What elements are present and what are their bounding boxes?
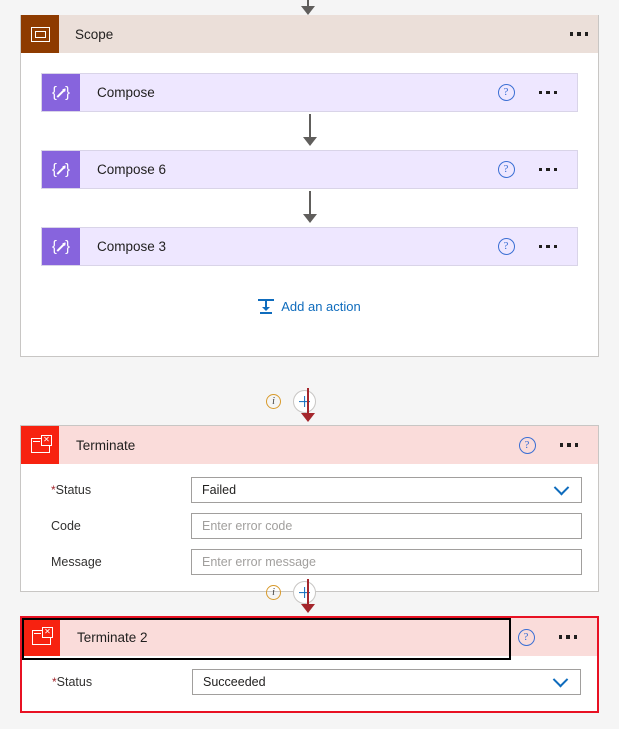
more-menu-icon[interactable] xyxy=(529,85,568,101)
action-card-compose[interactable]: { } Compose ? xyxy=(41,73,578,112)
terminate-2-header[interactable]: ✕ Terminate 2 ? xyxy=(22,618,597,660)
field-row-status: *Status Failed xyxy=(51,477,582,503)
add-step-plus-icon[interactable] xyxy=(293,581,316,604)
more-menu-icon[interactable] xyxy=(529,239,568,255)
compose-icon: { } xyxy=(42,151,80,188)
code-input[interactable]: Enter error code xyxy=(191,513,582,539)
help-icon[interactable]: ? xyxy=(497,161,515,178)
required-marker: * xyxy=(51,483,56,497)
field-label: *Status xyxy=(51,483,191,497)
field-row-code: Code Enter error code xyxy=(51,513,582,539)
terminate-badge-x: ✕ xyxy=(42,627,53,638)
action-title: Compose xyxy=(97,85,155,100)
connector-gap xyxy=(41,189,578,227)
terminate-body: *Status Failed Code Enter error code Mes… xyxy=(21,464,598,591)
help-icon[interactable]: ? xyxy=(518,436,536,454)
terminate-2-title: Terminate 2 xyxy=(77,629,148,645)
more-menu-icon[interactable] xyxy=(549,629,588,645)
terminate-2-card[interactable]: ✕ Terminate 2 ? *Status Succeeded xyxy=(20,616,599,713)
terminate-icon: ✕ xyxy=(22,618,60,656)
field-label: Code xyxy=(51,519,191,533)
action-title: Compose 3 xyxy=(97,239,167,254)
compose-icon: { } xyxy=(42,228,80,265)
code-input-placeholder: Enter error code xyxy=(202,519,293,533)
field-row-message: Message Enter error message xyxy=(51,549,582,575)
scope-header[interactable]: Scope xyxy=(21,15,598,53)
field-label-text: Status xyxy=(56,675,93,689)
scope-title: Scope xyxy=(75,26,114,42)
terminate-badge-x: ✕ xyxy=(41,435,52,446)
action-title: Compose 6 xyxy=(97,162,167,177)
insert-node-1: i xyxy=(266,390,316,413)
help-icon[interactable]: ? xyxy=(517,628,535,646)
connector-gap xyxy=(41,112,578,150)
chevron-down-icon xyxy=(552,671,569,687)
action-card-compose-3[interactable]: { } Compose 3 ? xyxy=(41,227,578,266)
action-card-compose-6[interactable]: { } Compose 6 ? xyxy=(41,150,578,189)
scope-icon xyxy=(21,15,59,53)
info-icon[interactable]: i xyxy=(266,394,281,409)
status-dropdown-value: Failed xyxy=(202,483,237,497)
chevron-down-icon xyxy=(553,479,570,495)
status-dropdown[interactable]: Succeeded xyxy=(192,669,581,695)
terminate-header[interactable]: ✕ Terminate ? xyxy=(21,426,598,464)
scope-body: { } Compose ? xyxy=(21,53,598,356)
add-action-icon xyxy=(258,298,275,314)
compose-icon: { } xyxy=(42,74,80,111)
required-marker: * xyxy=(52,675,57,689)
message-input[interactable]: Enter error message xyxy=(191,549,582,575)
connector-arrow xyxy=(302,114,317,146)
field-label-text: Status xyxy=(55,483,92,497)
add-an-action-button[interactable]: Add an action xyxy=(41,298,578,318)
field-label-text: Message xyxy=(51,555,102,569)
scope-card[interactable]: Scope { } Compose ? xyxy=(20,15,599,357)
status-dropdown[interactable]: Failed xyxy=(191,477,582,503)
help-icon[interactable]: ? xyxy=(497,84,515,101)
more-menu-icon[interactable] xyxy=(550,437,589,453)
terminate-card[interactable]: ✕ Terminate ? *Status Failed xyxy=(20,425,599,592)
connector-arrow-into-scope xyxy=(301,0,315,15)
field-row-status: *Status Succeeded xyxy=(52,669,581,695)
field-label: Message xyxy=(51,555,191,569)
terminate-2-body: *Status Succeeded xyxy=(22,656,597,711)
scope-more-menu-icon[interactable] xyxy=(560,26,599,42)
field-label-text: Code xyxy=(51,519,81,533)
terminate-icon: ✕ xyxy=(21,426,59,464)
status-dropdown-value: Succeeded xyxy=(203,675,266,689)
add-step-plus-icon[interactable] xyxy=(293,390,316,413)
info-icon[interactable]: i xyxy=(266,585,281,600)
terminate-title: Terminate xyxy=(76,437,136,453)
connector-arrow xyxy=(302,191,317,223)
message-input-placeholder: Enter error message xyxy=(202,555,316,569)
help-icon[interactable]: ? xyxy=(497,238,515,255)
add-an-action-label: Add an action xyxy=(281,298,361,314)
field-label: *Status xyxy=(52,675,192,689)
insert-node-2: i xyxy=(266,581,316,604)
more-menu-icon[interactable] xyxy=(529,162,568,178)
